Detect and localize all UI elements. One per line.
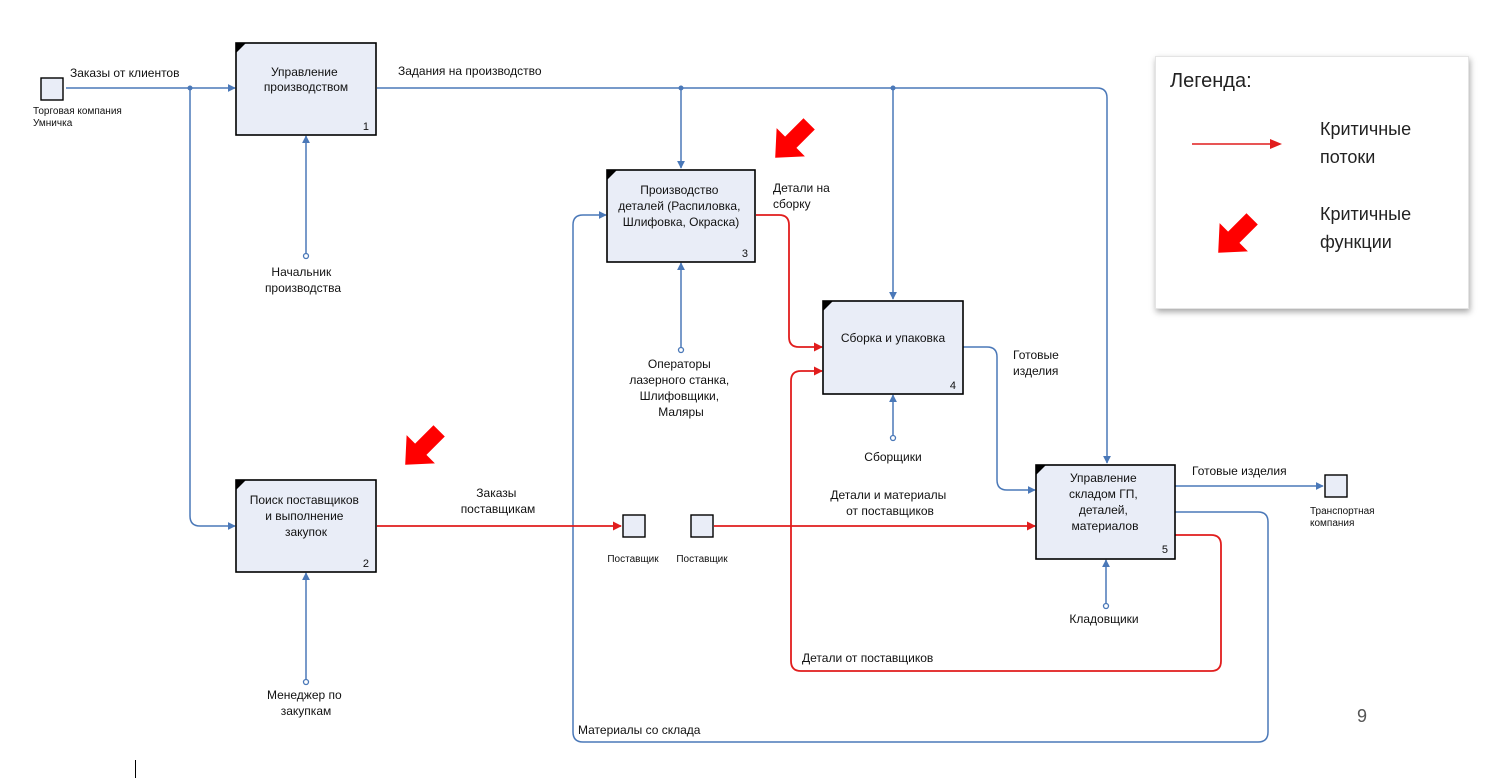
function-number-2: 2 (363, 558, 369, 570)
junction-dot (678, 85, 684, 91)
function-box-4 (822, 300, 964, 395)
external-entity-supplier-a (622, 514, 646, 538)
external-label-transport: Транспортная компания (1310, 506, 1377, 529)
junction-dot (890, 85, 896, 91)
flow-label-parts-from-suppliers: Детали от поставщиков (802, 651, 933, 665)
flow-client-orders-branch (189, 88, 236, 530)
mechanism-origin (302, 678, 310, 686)
mechanism-origin (302, 252, 310, 260)
flow-label-supplier-orders: Заказы поставщикам (461, 486, 536, 516)
flow-parts-assembly-line (756, 214, 823, 352)
flow-production-tasks-line (377, 87, 1111, 464)
function-label-5: Управление складом ГП, деталей, материал… (1069, 471, 1141, 533)
function-number-5: 5 (1162, 544, 1168, 556)
mechanism-origin (1102, 602, 1110, 610)
flow-parts-from-suppliers-line (790, 366, 1222, 672)
external-entity-trade (40, 77, 64, 101)
legend-critical-functions-label: Критичные функции (1320, 204, 1412, 252)
flow-label-parts-materials-suppliers: Детали и материалы от поставщиков (830, 488, 949, 518)
flow-label-finished-goods-out: Готовые изделия (1192, 464, 1287, 478)
legend-critical-flow-arrow-icon (1192, 139, 1282, 149)
mechanism-label-5: Кладовщики (1069, 612, 1138, 626)
function-box-5 (1035, 464, 1176, 560)
function-box-1 (235, 42, 377, 136)
mechanism-origin (677, 346, 685, 354)
legend: Легенда: Критичные потоки Критичные функ… (1155, 56, 1469, 309)
mechanism-label-1: Начальник производства (265, 265, 341, 295)
function-number-1: 1 (363, 121, 369, 133)
legend-critical-function-arrow-icon (1218, 213, 1258, 253)
flow-label-client-orders: Заказы от клиентов (70, 66, 179, 80)
critical-function-marker-f3 (775, 118, 815, 158)
mechanism-label-4: Сборщики (864, 450, 921, 464)
mechanism-label-3: Операторы лазерного станка, Шлифовщики, … (629, 357, 732, 419)
mechanism-origin (889, 434, 897, 442)
function-label-3: Производство деталей (Распиловка, Шлифов… (618, 183, 744, 229)
external-entity-transport (1324, 474, 1348, 498)
flow-label-production-tasks: Задания на производство (398, 64, 542, 78)
legend-title: Легенда: (1170, 70, 1252, 92)
junction-dot (187, 85, 193, 91)
page-number: 9 (1357, 706, 1368, 726)
function-number-3: 3 (742, 248, 748, 260)
flow-label-parts-assembly: Детали на сборку (773, 181, 833, 211)
mechanism-label-2: Менеджер по закупкам (267, 688, 345, 718)
function-box-3 (606, 169, 756, 263)
external-label-trade: Торговая компания Умничка (33, 106, 125, 129)
function-box-2 (235, 479, 377, 573)
flow-label-materials-warehouse: Материалы со склада (578, 723, 701, 737)
function-label-4: Сборка и упаковка (841, 331, 946, 345)
flow-finished-goods-in-line (963, 346, 1036, 494)
external-label-supplier-a: Поставщик (607, 554, 659, 565)
flow-label-finished-goods-in: Готовые изделия (1013, 348, 1062, 378)
legend-critical-flows-label: Критичные потоки (1320, 119, 1412, 167)
flow-materials-warehouse-line (572, 211, 1269, 743)
external-label-supplier-b: Поставщик (676, 554, 728, 565)
critical-function-marker-f2 (405, 425, 445, 465)
text-cursor (135, 760, 136, 778)
function-number-4: 4 (950, 380, 956, 392)
external-entity-supplier-b (690, 514, 714, 538)
function-label-1: Управление производством (264, 65, 348, 94)
function-label-2: Поиск поставщиков и выполнение закупок (250, 493, 363, 539)
